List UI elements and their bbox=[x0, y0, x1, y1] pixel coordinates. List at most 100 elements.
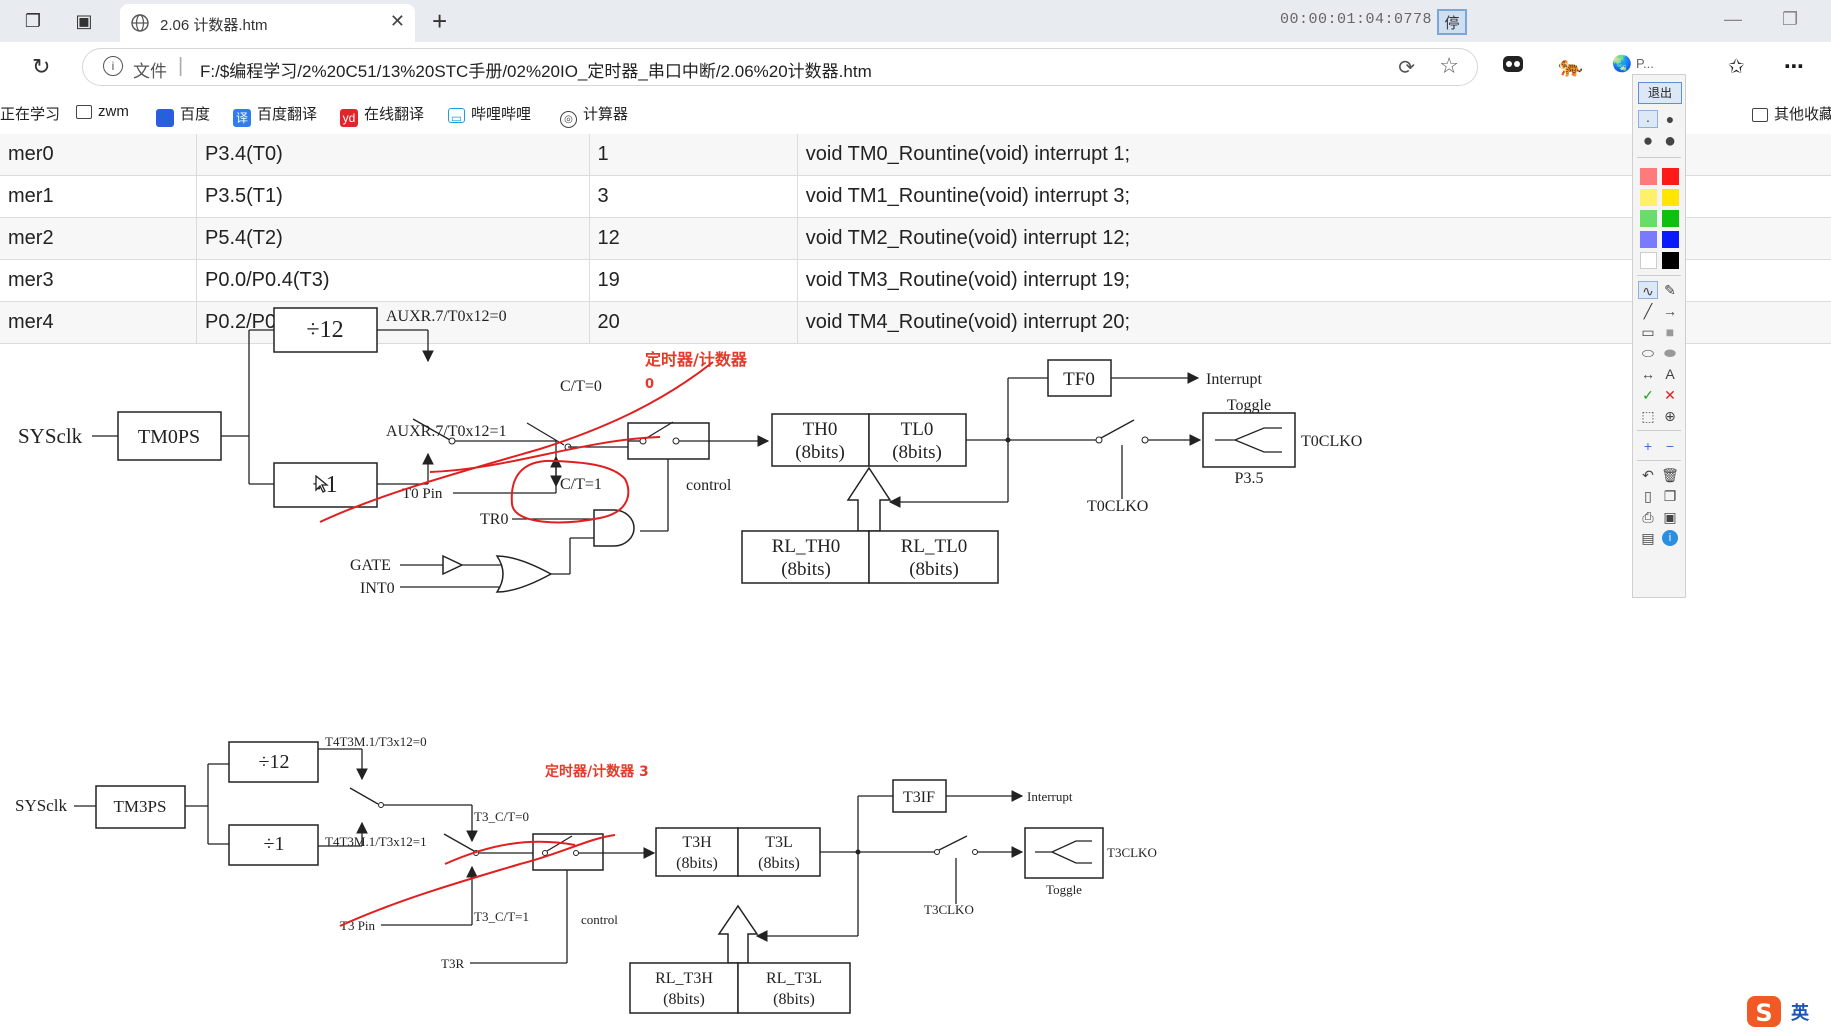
url-text[interactable]: F:/$编程学习/2%20C51/13%20STC手册/02%20IO_定时器_… bbox=[200, 62, 872, 81]
favorites-icon[interactable]: ✩ bbox=[1728, 56, 1745, 78]
minimize-icon[interactable]: — bbox=[1724, 9, 1742, 29]
rl-th-bits: (8bits) bbox=[781, 559, 831, 580]
folder-icon bbox=[1752, 108, 1768, 122]
bookmark-baidu-translate-label: 百度翻译 bbox=[257, 106, 318, 123]
bookmark-learning[interactable]: 正在学习 bbox=[0, 106, 61, 123]
div1-label-2: ÷1 bbox=[264, 833, 285, 855]
extension-tiger-icon[interactable]: 🐅 bbox=[1558, 56, 1583, 78]
interrupt-label-2: Interrupt bbox=[1027, 789, 1073, 804]
vertical-tabs-icon[interactable]: ▣ bbox=[75, 11, 93, 31]
tf-box-2 bbox=[892, 779, 947, 813]
arrow-tool-icon[interactable]: → bbox=[1663, 303, 1677, 319]
sogou-logo-icon: S bbox=[1747, 996, 1781, 1027]
control-label-2: control bbox=[581, 912, 618, 927]
bookmark-bilibili-label: 哔哩哔哩 bbox=[471, 106, 532, 123]
pen-size-medium-icon[interactable]: ● bbox=[1665, 111, 1675, 127]
globe-icon: ◎ bbox=[560, 111, 577, 128]
image-icon[interactable]: ▤ bbox=[1641, 530, 1655, 546]
address-separator: | bbox=[178, 55, 184, 77]
stop-recording-button[interactable]: 停 bbox=[1437, 9, 1467, 35]
delete-icon[interactable]: 🗑 bbox=[1661, 467, 1679, 483]
app-available-icon[interactable]: ⟳ bbox=[1398, 57, 1415, 79]
color-black-swatch[interactable] bbox=[1662, 252, 1679, 269]
color-light-red-swatch[interactable] bbox=[1640, 168, 1657, 185]
annotation-palette: 退出 · ● ● ● ∿ ✎ ╱ → ▭ ■ ⬭ ⬬ ↔ A ✓ ✕ ⬚ ⊕ +… bbox=[1632, 74, 1686, 598]
minus-icon[interactable]: − bbox=[1665, 438, 1675, 454]
bookmark-baidu[interactable]: 🐾百度 bbox=[156, 103, 210, 127]
highlighter-icon[interactable]: ✎ bbox=[1664, 282, 1676, 298]
close-tab-icon[interactable]: ✕ bbox=[389, 11, 405, 31]
color-light-yellow-swatch[interactable] bbox=[1640, 189, 1657, 206]
table-row: mer0 P3.4(T0) 1 void TM0_Rountine(void) … bbox=[0, 134, 1831, 176]
refresh-icon[interactable]: ↻ bbox=[32, 54, 51, 79]
rl-tl-box-2 bbox=[737, 962, 851, 1014]
th-box-2 bbox=[655, 827, 739, 877]
info-icon[interactable]: i bbox=[103, 56, 123, 76]
filled-ellipse-tool-icon[interactable]: ⬬ bbox=[1664, 345, 1676, 361]
bookmark-baidu-translate[interactable]: 译百度翻译 bbox=[233, 103, 317, 127]
bookmark-bilibili[interactable]: ▭ 哔哩哔哩 bbox=[448, 103, 532, 125]
browser-tab[interactable]: 2.06 计数器.htm ✕ bbox=[120, 4, 415, 42]
profile-label[interactable]: P... bbox=[1636, 56, 1654, 71]
undo-icon[interactable]: ↶ bbox=[1642, 467, 1654, 483]
check-mark-icon[interactable]: ✓ bbox=[1642, 387, 1654, 403]
table-cell: mer4 bbox=[0, 301, 197, 344]
aux1-label: AUXR.7/T0x12=1 bbox=[386, 423, 507, 440]
filled-rectangle-tool-icon[interactable]: ■ bbox=[1665, 324, 1675, 340]
crop-icon[interactable]: ⬚ bbox=[1641, 408, 1655, 424]
tl-bits-2: (8bits) bbox=[758, 855, 800, 872]
save-icon[interactable]: ▣ bbox=[1663, 509, 1677, 525]
annotation-timer0-sub: 0 bbox=[645, 377, 654, 392]
prescaler-box-2 bbox=[95, 785, 186, 829]
tr-label-2: T3R bbox=[441, 956, 464, 971]
color-light-blue-swatch[interactable] bbox=[1640, 231, 1657, 248]
rl-th-label-2: RL_T3H bbox=[655, 970, 713, 987]
tl-box-2 bbox=[737, 827, 821, 877]
table-cell: 20 bbox=[589, 301, 798, 344]
copy-icon[interactable]: ❐ bbox=[1663, 488, 1677, 504]
color-white-swatch[interactable] bbox=[1640, 252, 1657, 269]
pin-label: T0 Pin bbox=[402, 486, 443, 502]
tl-label: TL0 bbox=[901, 419, 934, 440]
rectangle-tool-icon[interactable]: ▭ bbox=[1641, 324, 1655, 340]
color-red-swatch[interactable] bbox=[1662, 168, 1679, 185]
color-yellow-swatch[interactable] bbox=[1662, 189, 1679, 206]
ime-indicator[interactable]: S 英 bbox=[1745, 994, 1831, 1029]
restore-icon[interactable]: ❐ bbox=[1782, 9, 1799, 29]
extension-globe-icon[interactable]: 🌏 bbox=[1612, 56, 1632, 73]
tf-label-2: T3IF bbox=[903, 789, 935, 806]
address-bar[interactable]: i 文件 | F:/$编程学习/2%20C51/13%20STC手册/02%20… bbox=[82, 48, 1478, 86]
double-arrow-tool-icon[interactable]: ↔ bbox=[1641, 366, 1655, 382]
line-tool-icon[interactable]: ╱ bbox=[1643, 303, 1653, 319]
pen-size-xlarge-icon[interactable]: ● bbox=[1663, 130, 1677, 152]
ellipse-tool-icon[interactable]: ⬭ bbox=[1642, 345, 1654, 361]
color-blue-swatch[interactable] bbox=[1662, 231, 1679, 248]
exit-palette-button[interactable]: 退出 bbox=[1638, 82, 1682, 104]
tl-bits: (8bits) bbox=[892, 442, 942, 463]
pen-size-large-icon[interactable]: ● bbox=[1642, 131, 1654, 150]
color-light-green-swatch[interactable] bbox=[1640, 210, 1657, 227]
pen-size-small-icon[interactable]: · bbox=[1638, 110, 1658, 128]
or-gate bbox=[495, 555, 553, 593]
zoom-icon[interactable]: ⊕ bbox=[1664, 408, 1676, 424]
bookmark-online-translate-label: 在线翻译 bbox=[364, 106, 425, 123]
more-menu-icon[interactable]: ⋯ bbox=[1784, 56, 1804, 78]
cross-mark-icon[interactable]: ✕ bbox=[1664, 387, 1676, 403]
other-bookmarks[interactable]: 其他收藏 bbox=[1752, 103, 1831, 124]
new-tab-icon[interactable]: + bbox=[432, 6, 448, 36]
favorite-star-icon[interactable]: ☆ bbox=[1439, 53, 1459, 78]
bookmark-calculator[interactable]: ◎计算器 bbox=[560, 103, 628, 128]
freehand-pen-icon[interactable]: ∿ bbox=[1638, 281, 1658, 299]
prescaler-label-2: TM3PS bbox=[114, 797, 167, 816]
bilibili-icon: ▭ bbox=[448, 108, 465, 125]
extension-game-icon[interactable] bbox=[1502, 54, 1524, 80]
print-icon[interactable]: ⎙ bbox=[1642, 509, 1654, 525]
text-tool-icon[interactable]: A bbox=[1665, 366, 1675, 382]
bookmark-zwm[interactable]: zwm bbox=[76, 103, 129, 120]
plus-icon[interactable]: + bbox=[1643, 438, 1653, 454]
new-page-icon[interactable]: ▯ bbox=[1644, 488, 1652, 504]
workspaces-icon[interactable]: ❐ bbox=[24, 11, 42, 31]
info-icon[interactable]: i bbox=[1662, 530, 1678, 546]
color-green-swatch[interactable] bbox=[1662, 210, 1679, 227]
